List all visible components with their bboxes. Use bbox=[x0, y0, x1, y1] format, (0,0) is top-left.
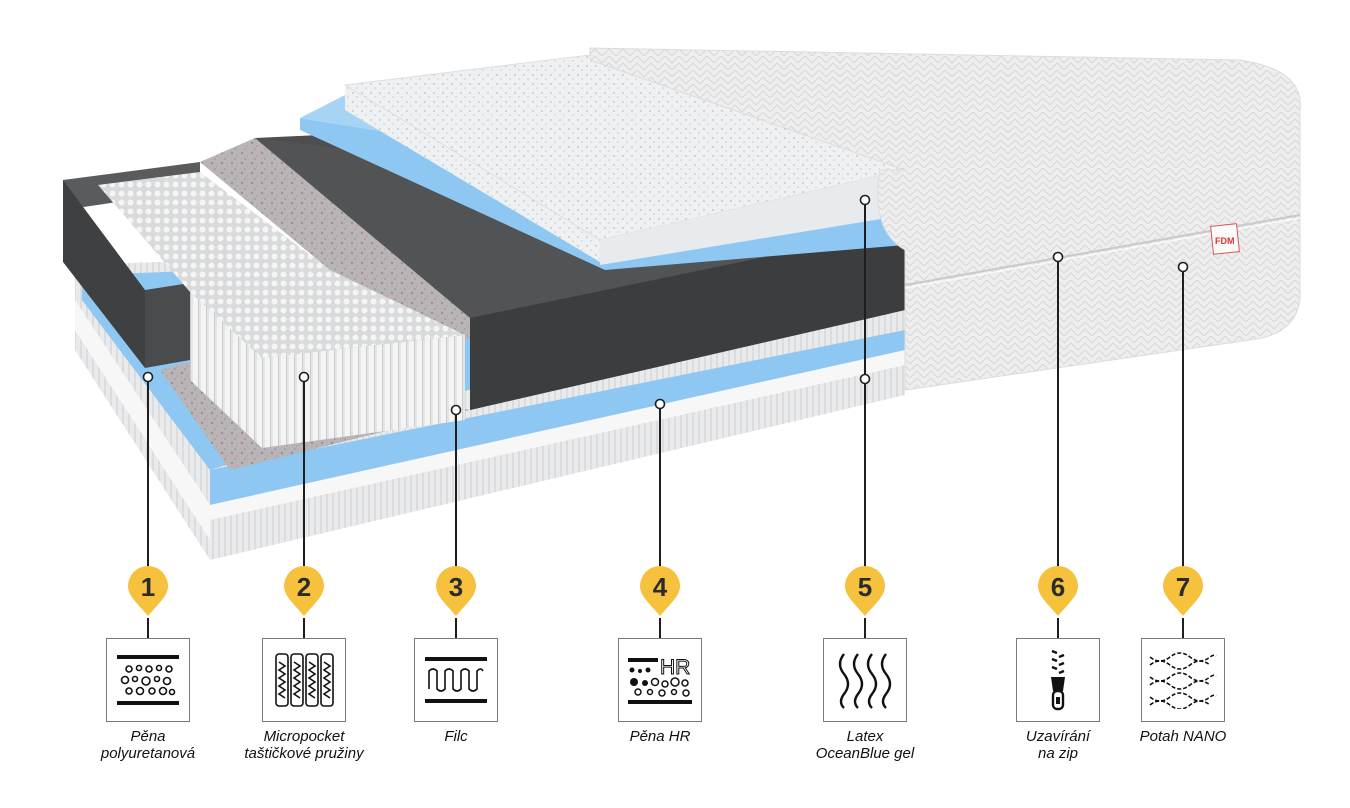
layer-number: 2 bbox=[296, 572, 312, 602]
pocket-springs-icon bbox=[262, 638, 346, 722]
number-pin: 6 bbox=[1036, 566, 1080, 618]
layer-number: 3 bbox=[448, 572, 464, 602]
layer-pocket-springs bbox=[98, 172, 465, 448]
leader-lines bbox=[147, 200, 1184, 572]
layer-number: 7 bbox=[1175, 572, 1191, 602]
layer-number: 1 bbox=[140, 572, 156, 602]
leader-anchors bbox=[142, 194, 1189, 416]
layer-number: 6 bbox=[1050, 572, 1066, 602]
layer-caption: Potah NANO bbox=[1139, 728, 1227, 745]
number-pin: 5 bbox=[843, 566, 887, 618]
layer-latex-gel bbox=[300, 54, 907, 270]
number-pin: 1 bbox=[126, 566, 170, 618]
latex-waves-icon bbox=[823, 638, 907, 722]
callout-hr-foam: 4 HR Pěna HR bbox=[600, 566, 720, 745]
layer-number: 4 bbox=[652, 572, 668, 602]
foam-bubbles-icon bbox=[106, 638, 190, 722]
zipper-icon bbox=[1016, 638, 1100, 722]
quilted-cover: FDM bbox=[589, 47, 1301, 391]
number-pin: 3 bbox=[434, 566, 478, 618]
hr-foam-icon: HR bbox=[618, 638, 702, 722]
number-pin: 2 bbox=[282, 566, 326, 618]
number-pin: 4 bbox=[638, 566, 682, 618]
layer-number: 5 bbox=[857, 572, 873, 602]
brand-label: FDM bbox=[1215, 236, 1235, 246]
callout-nano-cover: 7 Potah NANO bbox=[1123, 566, 1243, 745]
svg-text:HR: HR bbox=[660, 656, 690, 679]
nano-cover-icon bbox=[1141, 638, 1225, 722]
felt-icon bbox=[414, 638, 498, 722]
layer-caption: Filc bbox=[444, 728, 468, 745]
callout-felt: 3 Filc bbox=[396, 566, 516, 745]
number-pin: 7 bbox=[1161, 566, 1205, 618]
layer-caption: Pěna HR bbox=[629, 728, 691, 745]
